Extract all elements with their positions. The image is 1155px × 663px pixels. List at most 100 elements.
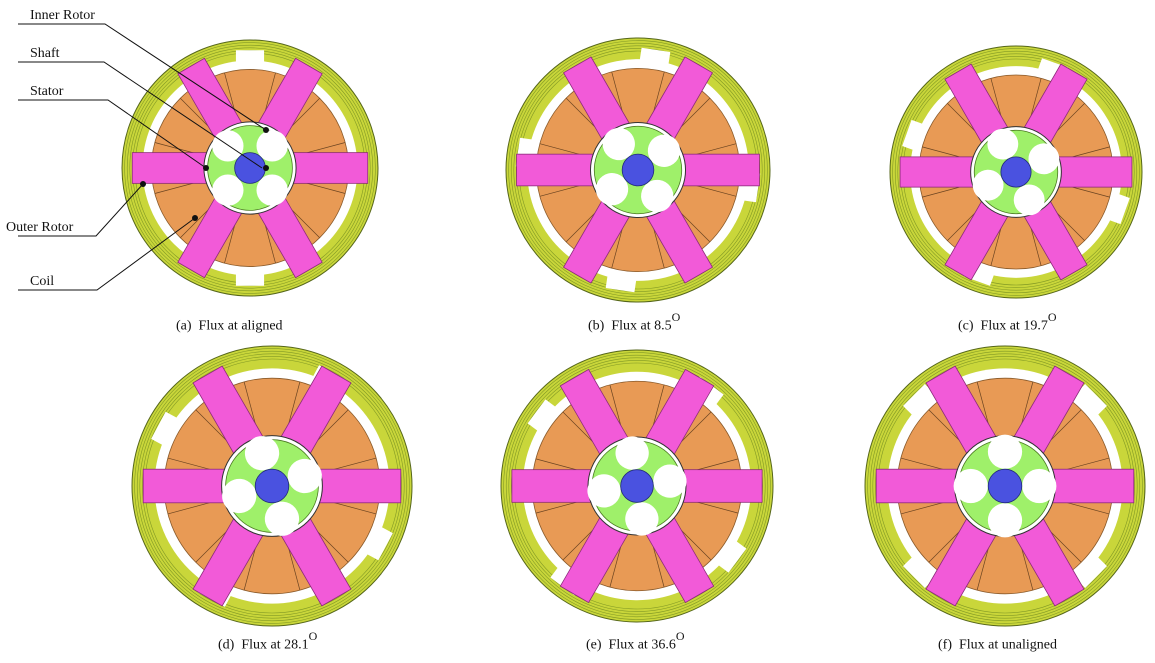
caption-b: (b) Flux at 8.5O	[588, 310, 681, 335]
flux-line	[897, 53, 1135, 291]
caption-a-text: Flux at aligned	[198, 318, 283, 334]
coils	[516, 56, 760, 284]
caption-e: (e) Flux at 36.6O	[586, 629, 685, 654]
coils	[511, 368, 763, 604]
rotor-notch	[717, 540, 747, 573]
machine-c	[889, 45, 1143, 299]
rotor-notch	[527, 399, 557, 432]
rotor-notch	[1075, 384, 1107, 416]
flux-line	[867, 348, 1143, 624]
caption-d-text: Flux at 28.1	[241, 637, 309, 653]
caption-f-text: Flux at unaligned	[959, 637, 1057, 653]
caption-d-prefix: (d)	[218, 637, 235, 653]
flux-line	[510, 42, 766, 298]
coil	[131, 152, 207, 184]
inner-rotor-slot	[987, 128, 1019, 160]
shaft	[621, 153, 655, 187]
flux-line	[503, 352, 771, 620]
coil-leader	[18, 217, 196, 291]
inner-rotor-slot	[625, 502, 659, 536]
caption-b-sup: O	[671, 310, 681, 324]
stator-leader	[18, 99, 207, 169]
coil-label: Coil	[30, 274, 54, 289]
rotor-notch	[235, 50, 265, 64]
inner-rotor-leader	[18, 23, 267, 131]
flux-line	[875, 356, 1135, 616]
callout-dots	[140, 127, 269, 221]
inner-rotor-slot	[587, 474, 621, 508]
flux-line	[126, 44, 374, 292]
inner-rotor-slot	[595, 173, 629, 206]
rotor-notch	[903, 384, 935, 416]
inner-rotor-slot	[212, 174, 244, 206]
coil-dot	[192, 215, 198, 221]
stator-label: Stator	[30, 84, 64, 99]
inner-rotor-slot	[1013, 184, 1045, 216]
inner-rotor	[953, 434, 1057, 538]
caption-d: (d) Flux at 28.1O	[218, 629, 318, 654]
flux-line	[869, 350, 1141, 622]
caption-f-prefix: (f)	[938, 637, 952, 653]
inner-rotor-slot	[972, 169, 1004, 201]
inner-rotor-slot	[647, 134, 681, 167]
coils	[131, 57, 369, 279]
inner-rotor-slot	[987, 434, 1023, 469]
caption-c-prefix: (c)	[958, 318, 974, 334]
inner-rotor-slot	[244, 436, 280, 471]
inner-rotor-slot	[641, 179, 674, 213]
rotor-notch	[366, 526, 393, 561]
inner-rotor-slot	[1022, 468, 1057, 504]
caption-d-sup: O	[308, 629, 318, 643]
shaft	[234, 152, 266, 184]
coil	[516, 153, 594, 187]
coils	[875, 365, 1135, 607]
flux-line	[505, 354, 769, 618]
coil	[1052, 468, 1135, 504]
inner-rotor-slot	[953, 468, 988, 504]
inner-rotor-slot	[615, 436, 649, 470]
flux-line	[511, 360, 763, 612]
outer-rotor-dot	[140, 181, 146, 187]
caption-c-sup: O	[1047, 310, 1057, 324]
machine-e	[500, 349, 774, 623]
flux-line	[129, 47, 371, 289]
inner-rotor-dot	[263, 127, 269, 133]
inner-rotor-slot	[256, 174, 288, 206]
caption-a: (a) Flux at aligned	[176, 313, 283, 335]
coil	[142, 468, 225, 504]
shaft	[254, 468, 290, 504]
inner-rotor-slot	[602, 127, 635, 161]
coil	[682, 469, 763, 503]
shaft-dot	[263, 165, 269, 171]
shaft	[987, 468, 1023, 504]
rotor-notch	[605, 274, 637, 293]
outer-rotor-leader	[18, 183, 144, 237]
shaft-leader	[18, 61, 263, 169]
flux-line	[134, 348, 410, 624]
inner-rotor-slot	[256, 130, 288, 162]
rotor-notch	[235, 272, 265, 286]
inner-rotor-slot	[264, 501, 300, 536]
coil	[682, 153, 760, 187]
flux-line	[872, 353, 1138, 619]
shaft	[620, 469, 654, 503]
flux-line	[136, 350, 408, 622]
inner-rotor-label: Inner Rotor	[30, 8, 95, 23]
inner-rotor-slot	[653, 464, 687, 498]
flux-line	[894, 50, 1138, 294]
inner-rotor-slot	[212, 130, 244, 162]
rotor-notch	[639, 47, 671, 66]
coil	[875, 468, 958, 504]
shaft	[1000, 156, 1032, 188]
inner-rotor-slot	[987, 503, 1023, 538]
caption-b-text: Flux at 8.5	[611, 318, 672, 334]
coils	[142, 365, 402, 607]
caption-a-prefix: (a)	[176, 318, 192, 334]
caption-f: (f) Flux at unaligned	[938, 632, 1057, 654]
caption-e-prefix: (e)	[586, 637, 602, 653]
rotor-notch	[903, 556, 935, 588]
rotor-notch	[1075, 556, 1107, 588]
caption-b-prefix: (b)	[588, 318, 605, 334]
